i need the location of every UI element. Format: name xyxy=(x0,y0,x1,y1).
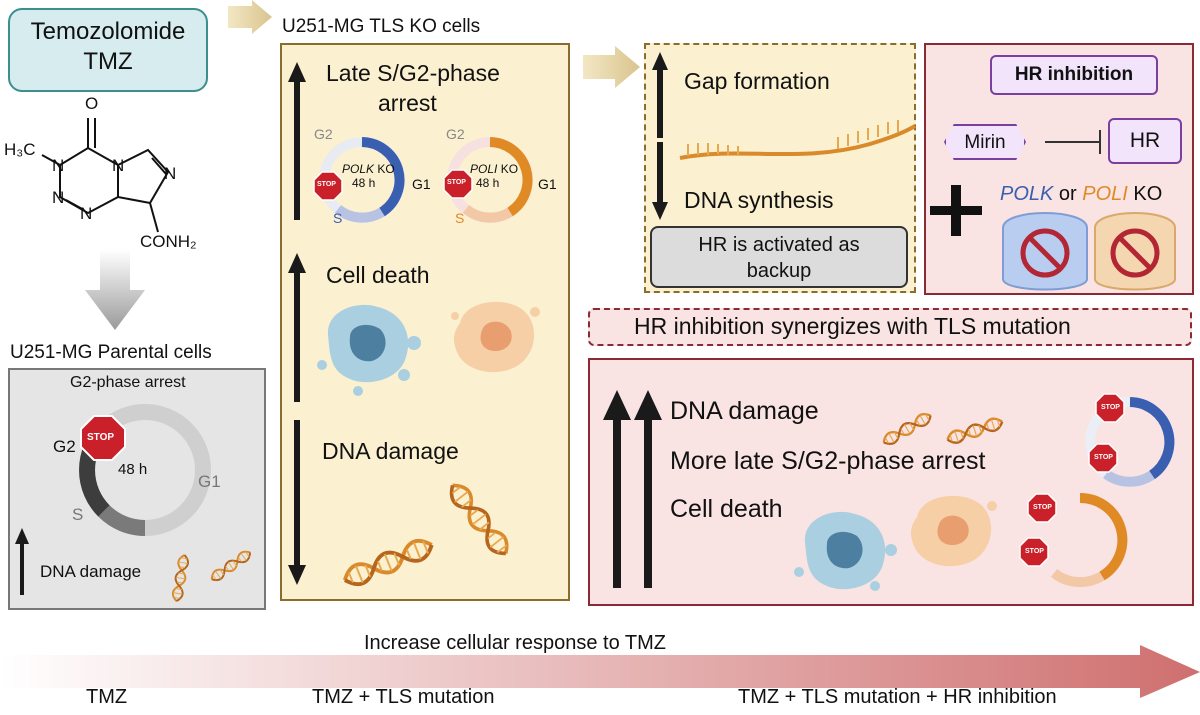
parental-arrest-title: G2-phase arrest xyxy=(70,374,186,391)
temozolomide-structure xyxy=(41,118,170,233)
gap-dna-synthesis: DNA synthesis xyxy=(684,187,834,213)
gap-up-down-arrows xyxy=(652,52,668,220)
synergy-arrest: More late S/G2-phase arrest xyxy=(670,447,986,475)
tls-dna-2 xyxy=(443,478,515,561)
parental-dna-damage: DNA damage xyxy=(40,562,142,581)
tmz-box: Temozolomide TMZ xyxy=(8,8,208,92)
increase-response-label: Increase cellular response to TMZ xyxy=(364,632,666,654)
hr-target-label: HR xyxy=(1129,129,1161,152)
molecule-n3: N xyxy=(80,204,93,223)
poli-protein-icon xyxy=(1094,212,1176,291)
molecule-n5: N xyxy=(164,164,177,183)
hr-backup-box: HR is activated as backup xyxy=(650,226,908,288)
tmz-to-parental-arrow xyxy=(85,250,145,330)
bottom-tmz-tls-hr: TMZ + TLS mutation + HR inhibition xyxy=(738,686,1057,708)
tls-dna-1 xyxy=(339,534,438,592)
polk-stop-text: STOP xyxy=(317,181,336,188)
polk-g2: G2 xyxy=(314,126,333,142)
molecule-n1: N xyxy=(52,156,65,175)
synergy-cell-death: Cell death xyxy=(670,495,783,523)
synergy-blue-cycle xyxy=(1085,397,1175,487)
parental-hours: 48 h xyxy=(118,461,148,478)
synergy-dna-damage: DNA damage xyxy=(670,397,819,425)
parental-stop-text: STOP xyxy=(87,432,115,443)
parental-up-arrow xyxy=(15,528,29,595)
molecule-conh2: CONH₂ xyxy=(140,232,197,251)
polk-protein-icon xyxy=(1002,212,1088,291)
synergy-stop-2: STOP xyxy=(1094,454,1113,461)
tmz-name: Temozolomide xyxy=(30,18,186,45)
molecule-oxygen: O xyxy=(85,94,99,113)
poli-label: POLI KO xyxy=(470,162,518,176)
synergy-dna-1 xyxy=(879,409,935,449)
bottom-tmz: TMZ xyxy=(86,686,128,708)
tmz-abbrev: TMZ xyxy=(83,48,133,75)
tls-arrest-title-2: arrest xyxy=(378,90,437,116)
gap-formation: Gap formation xyxy=(684,68,830,94)
poli-gene: POLI xyxy=(470,162,498,176)
poli-hours: 48 h xyxy=(476,176,500,190)
hr-ko: KO xyxy=(1127,183,1163,205)
mirin-hr-inhibition-line xyxy=(1045,130,1101,154)
synergy-banner-text: HR inhibition synergizes with TLS mutati… xyxy=(634,313,1071,339)
poli-g1: G1 xyxy=(538,176,557,192)
synergy-banner xyxy=(588,308,1192,346)
poli-ko: KO xyxy=(497,162,519,176)
molecule-n4: N xyxy=(112,156,125,175)
parental-dna-1 xyxy=(170,553,191,603)
hr-target-box: HR xyxy=(1108,118,1182,164)
polk-gene: POLK xyxy=(342,162,375,176)
hr-backup-line1: HR is activated as xyxy=(698,234,860,256)
hr-poli-gene: POLI xyxy=(1082,183,1128,205)
hr-inhibition-title: HR inhibition xyxy=(1014,64,1134,85)
tls-arrest-title-1: Late S/G2-phase xyxy=(326,60,500,86)
mirin-box: Mirin xyxy=(944,124,1026,160)
molecule-n2: N xyxy=(52,188,65,207)
molecule-methyl: H₃C xyxy=(4,140,36,159)
tls-cell-death: Cell death xyxy=(326,262,430,288)
tls-blue-cell xyxy=(317,304,421,396)
synergy-dna-2 xyxy=(944,414,1006,447)
tmz-to-tls-arrow xyxy=(228,0,272,34)
tls-to-gap-arrow xyxy=(583,46,640,88)
parental-s: S xyxy=(72,505,84,524)
hr-ko-line: POLK or POLI KO xyxy=(1000,183,1162,206)
parental-dna-2 xyxy=(207,547,254,585)
polk-s: S xyxy=(333,210,343,226)
poli-g2: G2 xyxy=(446,126,465,142)
tls-dna-damage: DNA damage xyxy=(322,438,459,464)
synergy-orange-cell xyxy=(910,495,997,567)
tls-title: U251-MG TLS KO cells xyxy=(282,16,481,37)
synergy-stop-1: STOP xyxy=(1101,404,1120,411)
polk-g1: G1 xyxy=(412,176,431,192)
hr-or: or xyxy=(1053,183,1083,205)
parental-g2: G2 xyxy=(53,437,76,456)
gap-ssdna xyxy=(679,120,917,160)
poli-s: S xyxy=(455,210,465,226)
plus-icon xyxy=(930,185,982,236)
synergy-blue-cell xyxy=(794,511,897,591)
hr-polk-gene: POLK xyxy=(1000,183,1054,205)
polk-hours: 48 h xyxy=(352,176,376,190)
increase-response-arrow xyxy=(0,645,1200,698)
parental-title: U251-MG Parental cells xyxy=(10,342,212,363)
tls-arrows xyxy=(288,62,306,585)
synergy-stop-4: STOP xyxy=(1025,548,1044,555)
tls-orange-cell xyxy=(451,301,540,373)
hr-backup-line2: backup xyxy=(746,260,812,282)
polk-ko: KO xyxy=(374,162,395,176)
bottom-tmz-tls: TMZ + TLS mutation xyxy=(312,686,495,708)
hr-inhibition-title-box: HR inhibition xyxy=(990,55,1158,95)
poli-stop-text: STOP xyxy=(447,179,466,186)
mirin-label: Mirin xyxy=(964,132,1006,153)
synergy-up-arrows xyxy=(603,390,662,588)
polk-label: POLK KO xyxy=(342,162,395,176)
parental-g1: G1 xyxy=(198,472,221,491)
synergy-panel xyxy=(588,358,1194,606)
synergy-stop-3: STOP xyxy=(1033,504,1052,511)
